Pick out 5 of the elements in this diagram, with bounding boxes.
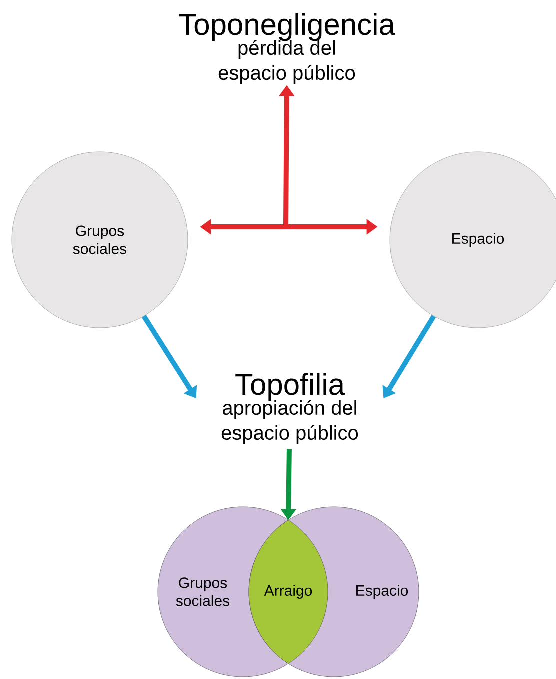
node-label: Espacio <box>356 585 408 599</box>
node-label: Grupos sociales <box>176 578 230 606</box>
overlap-lens: Arraigo <box>248 520 328 664</box>
heading-text: Topofilia apropiación del espacio público <box>222 373 358 444</box>
heading-text: Toponegligencia pérdida del espacio público <box>179 13 396 84</box>
